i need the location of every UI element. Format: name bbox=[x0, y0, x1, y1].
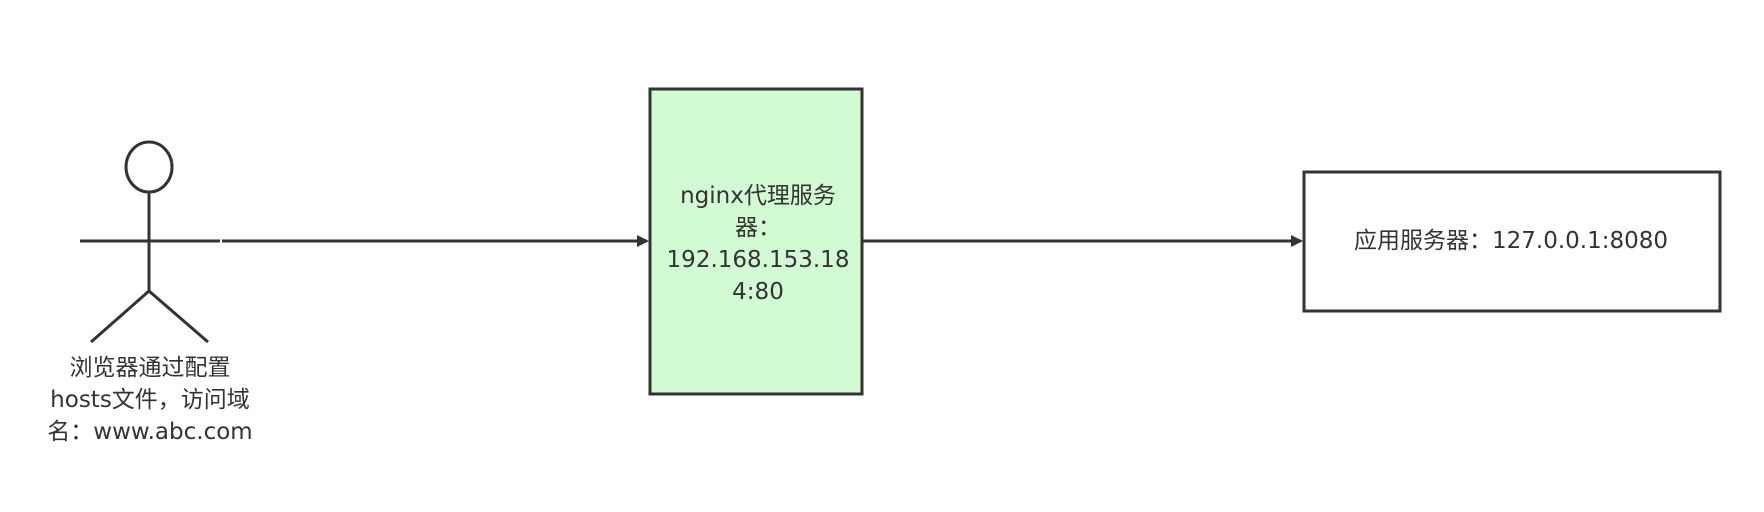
actor-left-leg bbox=[90, 289, 150, 344]
app-node-label: 应用服务器：127.0.0.1:8080 bbox=[1353, 228, 1668, 254]
actor-figure[interactable] bbox=[80, 140, 220, 344]
proxy-node[interactable] bbox=[648, 87, 864, 396]
actor-label: 浏览器通过配置 hosts文件，访问域 名：www.abc.com bbox=[47, 355, 253, 445]
actor-right-leg bbox=[148, 289, 209, 344]
actor-head bbox=[124, 140, 174, 194]
app-node[interactable] bbox=[1302, 170, 1722, 313]
proxy-node-label: nginx代理服务 器： 192.168.153.18 4:80 bbox=[666, 183, 850, 305]
